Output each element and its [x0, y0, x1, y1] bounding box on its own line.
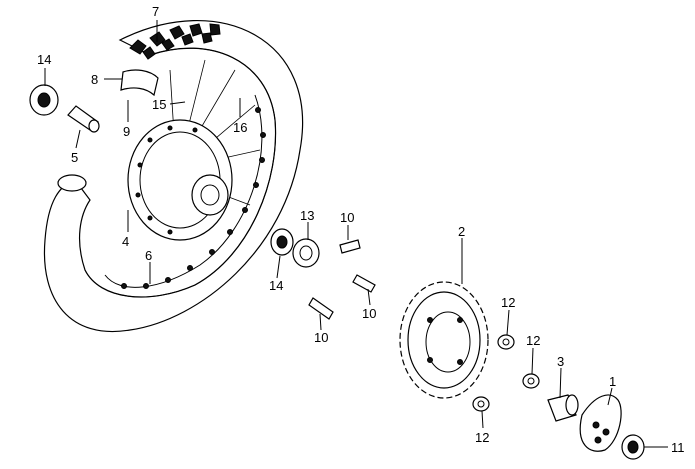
stud-bolt-c	[308, 297, 334, 320]
callout-5: 5	[71, 150, 78, 165]
callout-11: 11	[671, 440, 685, 455]
callout-12-first: 12	[501, 295, 515, 310]
callout-10-middle: 10	[362, 306, 376, 321]
driven-sprocket	[399, 281, 489, 399]
stud-bolt-a	[339, 239, 361, 254]
rim-band	[120, 69, 159, 97]
distance-collar	[67, 105, 100, 133]
dust-seal	[292, 238, 320, 268]
left-bearing	[29, 84, 59, 116]
nut-a	[497, 334, 515, 350]
callout-7: 7	[152, 4, 159, 19]
right-bearing	[270, 228, 294, 256]
axle-sleeve	[547, 394, 579, 422]
tire-tread	[129, 23, 221, 60]
callout-16: 16	[233, 120, 247, 135]
wheel-hub	[127, 59, 261, 241]
callout-10-bottom: 10	[314, 330, 328, 345]
axle-nut	[621, 434, 645, 460]
stud-bolt-b	[352, 274, 376, 293]
callout-12-second: 12	[526, 333, 540, 348]
callout-14-left: 14	[37, 52, 51, 67]
callout-6: 6	[145, 248, 152, 263]
callout-2: 2	[458, 224, 465, 239]
nut-b	[522, 373, 540, 389]
callout-14-center: 14	[269, 278, 283, 293]
callout-15: 15	[152, 97, 166, 112]
chain-adjuster	[579, 394, 622, 452]
callout-12-third: 12	[475, 430, 489, 445]
callout-1: 1	[609, 374, 616, 389]
nut-c	[472, 396, 490, 412]
callout-4: 4	[122, 234, 129, 249]
rear-tire	[43, 19, 304, 332]
callout-labels: 7 14 8 15 9 16 5 4 6 13 10 2 14 10 10 12…	[37, 4, 685, 455]
callout-13: 13	[300, 208, 314, 223]
leader-lines	[44, 20, 668, 448]
rim-holes	[121, 107, 266, 289]
callout-9: 9	[123, 124, 130, 139]
callout-8: 8	[91, 72, 98, 87]
callout-3: 3	[557, 354, 564, 369]
callout-10-top: 10	[340, 210, 354, 225]
